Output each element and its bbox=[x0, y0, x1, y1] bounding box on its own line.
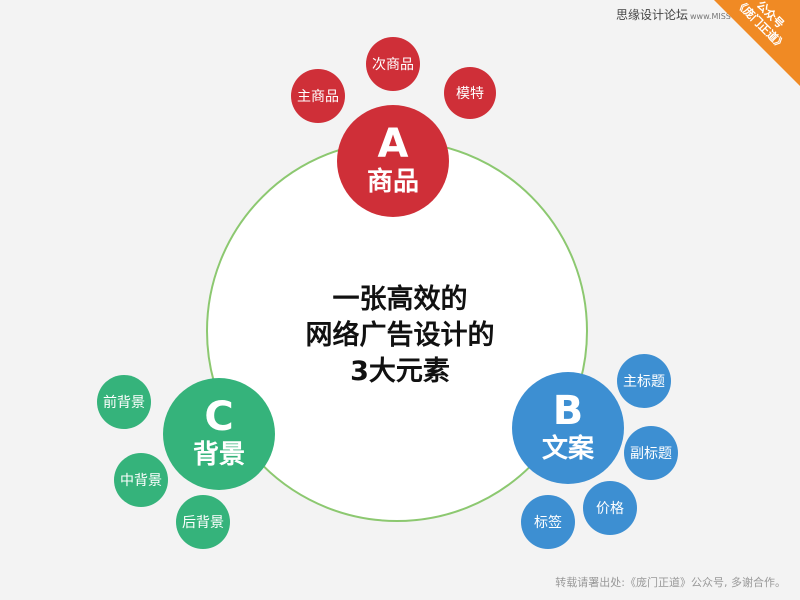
node-a-product: A 商品 bbox=[337, 105, 449, 217]
node-c-letter: C bbox=[204, 394, 234, 440]
node-c-sub-rear-background: 后背景 bbox=[176, 495, 230, 549]
node-a-sub-main-product: 主商品 bbox=[291, 69, 345, 123]
node-b-copy: B 文案 bbox=[512, 372, 624, 484]
node-a-label: 商品 bbox=[366, 167, 419, 197]
node-c-label: 背景 bbox=[192, 440, 245, 470]
center-title-line3: 3大元素 bbox=[350, 356, 450, 387]
node-a-sub-secondary-product: 次商品 bbox=[366, 37, 420, 91]
node-b-sub-main-title: 主标题 bbox=[617, 354, 671, 408]
node-b-sub-price: 价格 bbox=[583, 481, 637, 535]
brand-name: 思缘设计论坛 bbox=[616, 8, 689, 22]
node-a-sub-model: 模特 bbox=[444, 67, 496, 119]
node-b-letter: B bbox=[552, 388, 584, 434]
node-b-label: 文案 bbox=[541, 434, 594, 464]
node-a-letter: A bbox=[377, 121, 409, 167]
node-c-sub-midground: 中背景 bbox=[114, 453, 168, 507]
center-title-line1: 一张高效的 bbox=[332, 284, 468, 315]
center-title-line2: 网络广告设计的 bbox=[305, 320, 495, 351]
corner-badge bbox=[714, 0, 800, 86]
node-b-sub-tag: 标签 bbox=[521, 495, 575, 549]
center-title: 一张高效的 网络广告设计的 3大元素 bbox=[260, 282, 540, 390]
node-b-sub-subtitle: 副标题 bbox=[624, 426, 678, 480]
node-c-sub-foreground: 前背景 bbox=[97, 375, 151, 429]
node-c-background: C 背景 bbox=[163, 378, 275, 490]
footer-credit: 转载请署出处:《庞门正道》公众号, 多谢合作。 bbox=[555, 576, 786, 589]
